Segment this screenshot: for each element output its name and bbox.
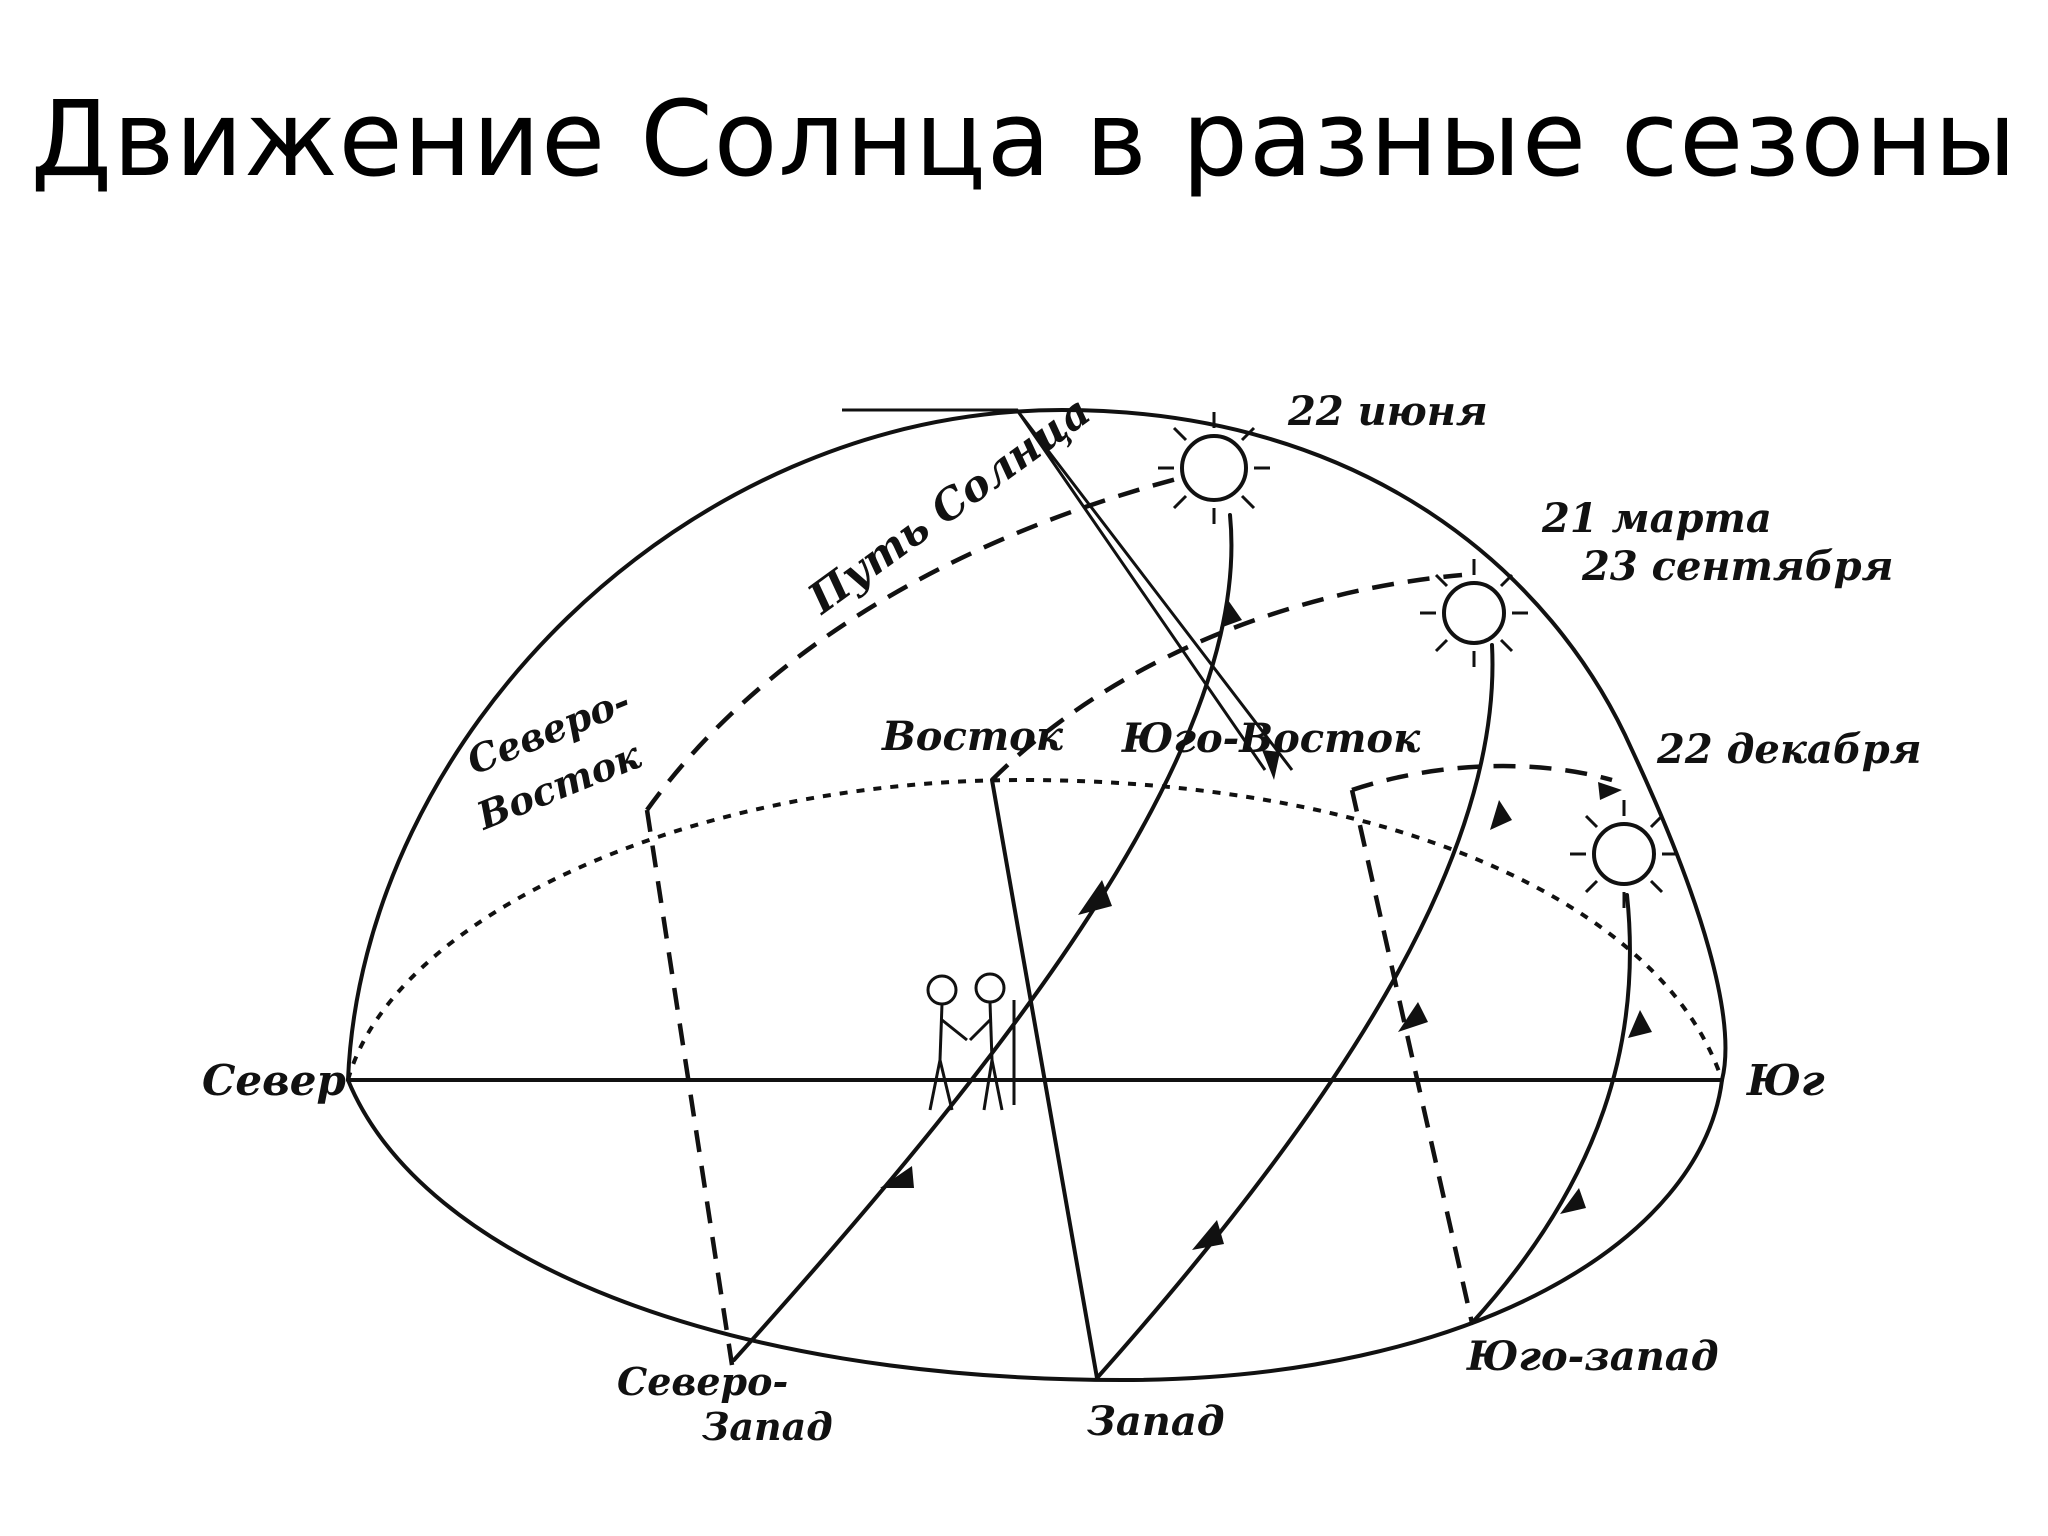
label-west: Запад bbox=[1087, 1398, 1225, 1445]
arrow bbox=[1398, 1002, 1428, 1032]
label-june: 22 июня bbox=[1287, 388, 1488, 435]
label-northwest-1: Северо- bbox=[617, 1359, 788, 1404]
label-sun-path: Путь Солнца bbox=[798, 386, 1099, 623]
diagram-canvas: Север Юг Восток Юго-Восток Северо- Восто… bbox=[202, 386, 1922, 1449]
sun-icon bbox=[1420, 559, 1528, 667]
pointer-lines bbox=[842, 408, 1294, 771]
label-east: Восток bbox=[881, 713, 1064, 760]
label-december: 22 декабря bbox=[1656, 726, 1922, 773]
label-equinox-2: 23 сентября bbox=[1581, 543, 1893, 590]
horizon-back bbox=[346, 777, 1724, 1081]
arrow bbox=[1560, 1188, 1586, 1214]
label-equinox-1: 21 марта bbox=[1541, 495, 1772, 542]
east-west-line bbox=[990, 778, 1099, 1380]
label-southeast: Юго-Восток bbox=[1121, 715, 1421, 762]
arrow bbox=[1598, 782, 1622, 800]
southeast-southwest-line bbox=[1349, 789, 1475, 1324]
arrow bbox=[1220, 600, 1242, 628]
sun-icon bbox=[1570, 800, 1678, 908]
june-path-rising bbox=[645, 467, 1213, 812]
equinox-path-rising bbox=[990, 572, 1463, 782]
celestial-dome bbox=[346, 408, 1728, 1082]
arrow bbox=[1490, 800, 1512, 830]
arrow bbox=[1628, 1010, 1652, 1038]
northeast-northwest-line bbox=[644, 809, 735, 1366]
label-north: Север bbox=[202, 1056, 346, 1105]
observers-icon bbox=[926, 972, 1016, 1111]
december-path-rising bbox=[1351, 763, 1613, 793]
arrow bbox=[1078, 880, 1112, 915]
december-path-setting bbox=[1470, 893, 1632, 1325]
sun-path-diagram: Север Юг Восток Юго-Восток Северо- Восто… bbox=[162, 320, 1926, 1498]
label-southwest: Юго-запад bbox=[1466, 1333, 1719, 1380]
label-south: Юг bbox=[1746, 1056, 1825, 1105]
horizon-front bbox=[346, 1078, 1724, 1382]
june-path-setting bbox=[732, 513, 1234, 1362]
arrow bbox=[880, 1166, 914, 1188]
equinox-path-setting bbox=[1095, 643, 1495, 1380]
label-northwest-2: Запад bbox=[702, 1404, 833, 1449]
arrow bbox=[1262, 750, 1280, 780]
sun-icon bbox=[1158, 412, 1270, 524]
arrow bbox=[1192, 1220, 1224, 1250]
slide-title: Движение Солнца в разные сезоны bbox=[30, 78, 2018, 200]
